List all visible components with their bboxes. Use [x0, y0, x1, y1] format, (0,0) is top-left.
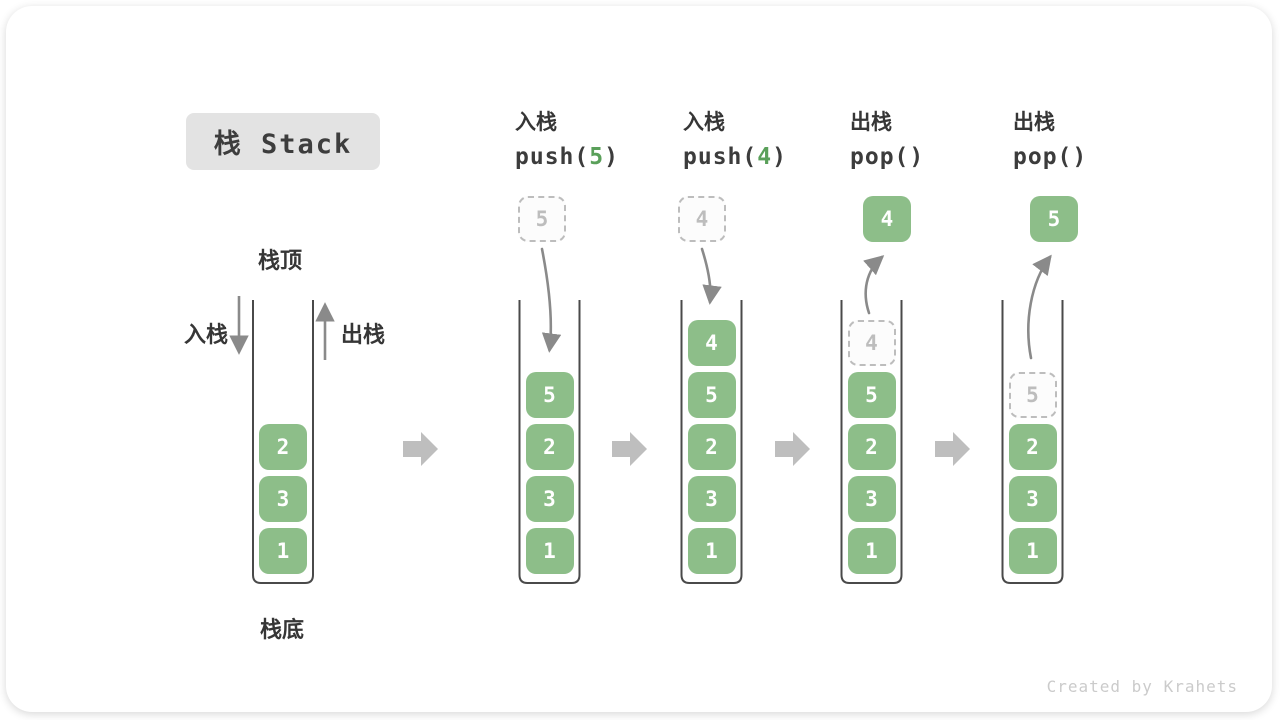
- operation-code: push(4): [683, 144, 787, 170]
- stack-block: 1: [847, 528, 896, 574]
- operation-code: push(5): [515, 144, 619, 170]
- watermark: Created by Krahets: [1046, 677, 1238, 696]
- step-arrow-icon: [403, 432, 438, 466]
- pop-arrow: [863, 255, 885, 315]
- code-post: ): [1072, 144, 1088, 170]
- stack-block: 2: [259, 424, 307, 470]
- step-arrow-icon: [935, 432, 970, 466]
- push-side-label: 入栈: [184, 322, 229, 347]
- stack-block: 1: [687, 528, 736, 574]
- stack-block: 5: [847, 372, 896, 418]
- title-text: 栈 Stack: [213, 129, 353, 160]
- code-pre: push(: [515, 144, 590, 170]
- operation-header: 出栈 pop(): [850, 106, 924, 170]
- stack-block: 3: [525, 476, 574, 522]
- stack-block: 2: [687, 424, 736, 470]
- operation-header: 出栈 pop(): [1013, 106, 1087, 170]
- pop-arrow: [1027, 254, 1052, 360]
- stack-container: [680, 300, 743, 584]
- stack-ghost-block: 4: [847, 320, 896, 366]
- floating-element: 5: [518, 196, 566, 242]
- stack-block: 1: [1008, 528, 1057, 574]
- floating-element: 4: [863, 196, 911, 242]
- title-badge: 栈 Stack: [186, 113, 380, 170]
- stack-block: 2: [1008, 424, 1057, 470]
- step-arrow-icon: [775, 432, 810, 466]
- operation-label-cn: 出栈: [850, 111, 892, 134]
- stack-block: 3: [687, 476, 736, 522]
- stack-container: [840, 300, 903, 584]
- stack-block: 5: [687, 372, 736, 418]
- step-arrow-icon: [612, 432, 647, 466]
- stack-block: 1: [259, 528, 307, 574]
- flow-arrows: [229, 247, 1052, 466]
- stack-bottom-label: 栈底: [260, 617, 305, 642]
- stack-block: 5: [525, 372, 574, 418]
- operation-code: pop(): [850, 144, 924, 170]
- stack-block: 2: [847, 424, 896, 470]
- pop-side-label: 出栈: [341, 322, 386, 347]
- stack-container: [252, 300, 314, 584]
- stack-containers: [252, 300, 1064, 584]
- stack-block: 2: [525, 424, 574, 470]
- push-arrow: [700, 247, 722, 305]
- stack-block: 3: [847, 476, 896, 522]
- operation-label-cn: 出栈: [1013, 111, 1055, 134]
- code-post: ): [772, 144, 787, 170]
- operation-header: 入栈 push(4): [683, 106, 787, 170]
- operation-header: 入栈 push(5): [515, 106, 619, 170]
- code-pre: pop(: [1013, 144, 1073, 170]
- code-post: ): [909, 144, 925, 170]
- operation-code: pop(): [1013, 144, 1087, 170]
- stack-container: [518, 300, 581, 584]
- push-arrow: [540, 247, 562, 353]
- code-post: ): [604, 144, 619, 170]
- code-arg: 4: [757, 144, 773, 170]
- floating-element: 5: [1030, 196, 1078, 242]
- stack-block: 3: [1008, 476, 1057, 522]
- stack-top-label: 栈顶: [258, 248, 303, 273]
- operation-label-cn: 入栈: [515, 111, 557, 134]
- stack-block: 3: [259, 476, 307, 522]
- code-pre: pop(: [850, 144, 910, 170]
- code-arg: 5: [589, 144, 605, 170]
- stack-block: 4: [687, 320, 736, 366]
- operation-label-cn: 入栈: [683, 111, 725, 134]
- stack-ghost-block: 5: [1008, 372, 1057, 418]
- stack-container: [1001, 300, 1064, 584]
- code-pre: push(: [683, 144, 758, 170]
- floating-element: 4: [678, 196, 726, 242]
- stack-block: 1: [525, 528, 574, 574]
